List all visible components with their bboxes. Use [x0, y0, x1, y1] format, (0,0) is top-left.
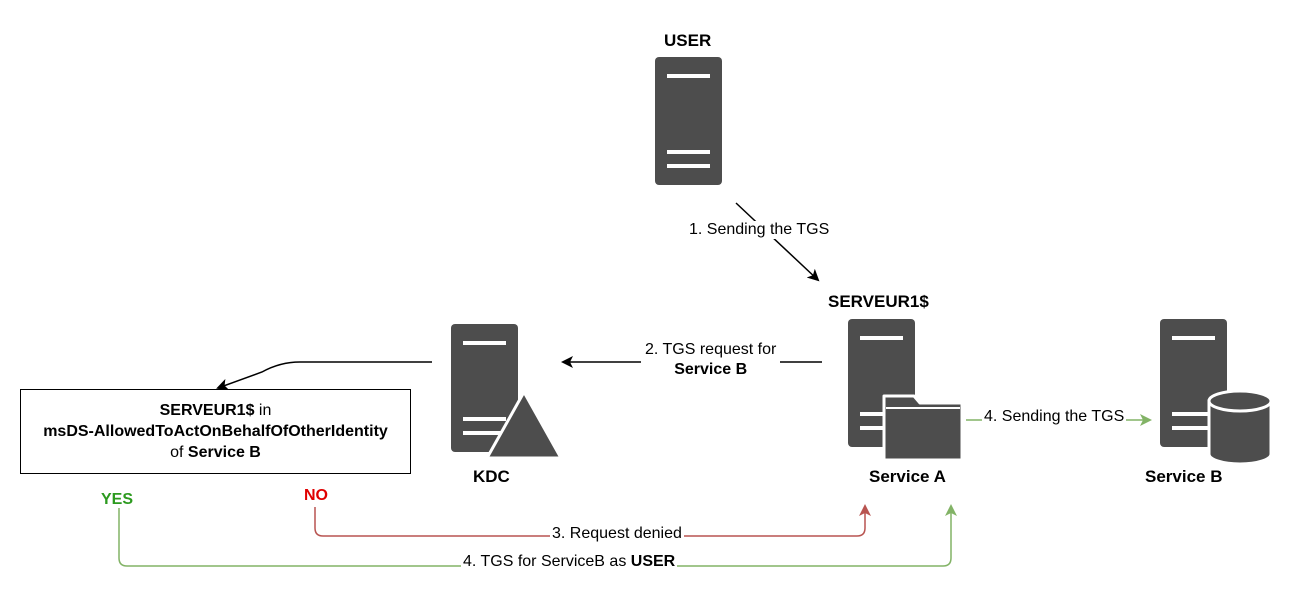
condition-line1: SERVEUR1$ in [21, 400, 410, 421]
service-b-label: Service B [1145, 467, 1223, 486]
condition-attribute: msDS-AllowedToActOnBehalfOfOtherIdentity [43, 423, 388, 440]
tgs-request-line1: 2. TGS request for [645, 341, 777, 358]
sending-tgs-4-label: 4. Sending the TGS [982, 408, 1127, 426]
tgs-for-serviceb-label: 4. TGS for ServiceB as USER [461, 553, 678, 571]
request-denied-label: 3. Request denied [550, 525, 684, 543]
condition-service-b: Service B [187, 444, 261, 461]
service-a-server-icon [848, 319, 964, 462]
sending-tgs-1-label: 1. Sending the TGS [687, 221, 832, 239]
condition-line3: of Service B [21, 442, 410, 463]
user-server-icon [655, 57, 722, 185]
condition-in: in [254, 402, 272, 419]
tgs-for-serviceb-user: USER [630, 553, 676, 570]
user-label: USER [664, 31, 712, 50]
no-branch-label: NO [304, 487, 328, 504]
yes-branch-label: YES [101, 491, 134, 508]
kdc-server-icon [451, 324, 563, 460]
delegation-condition-box: SERVEUR1$ in msDS-AllowedToActOnBehalfOf… [20, 389, 411, 474]
edge-sending-tgs-1 [735, 202, 820, 282]
tgs-for-serviceb-prefix: 4. TGS for ServiceB as [463, 553, 631, 570]
kdc-label: KDC [473, 467, 510, 486]
tgs-request-label: 2. TGS request for Service B [641, 340, 781, 380]
condition-of: of [170, 444, 188, 461]
serveur1-label: SERVEUR1$ [828, 292, 929, 311]
edge-kdc-to-condition [216, 361, 432, 391]
service-a-label: Service A [869, 467, 946, 486]
tgs-request-line2: Service B [674, 361, 748, 378]
condition-serveur1: SERVEUR1$ [159, 402, 255, 419]
service-b-server-icon [1160, 319, 1273, 466]
